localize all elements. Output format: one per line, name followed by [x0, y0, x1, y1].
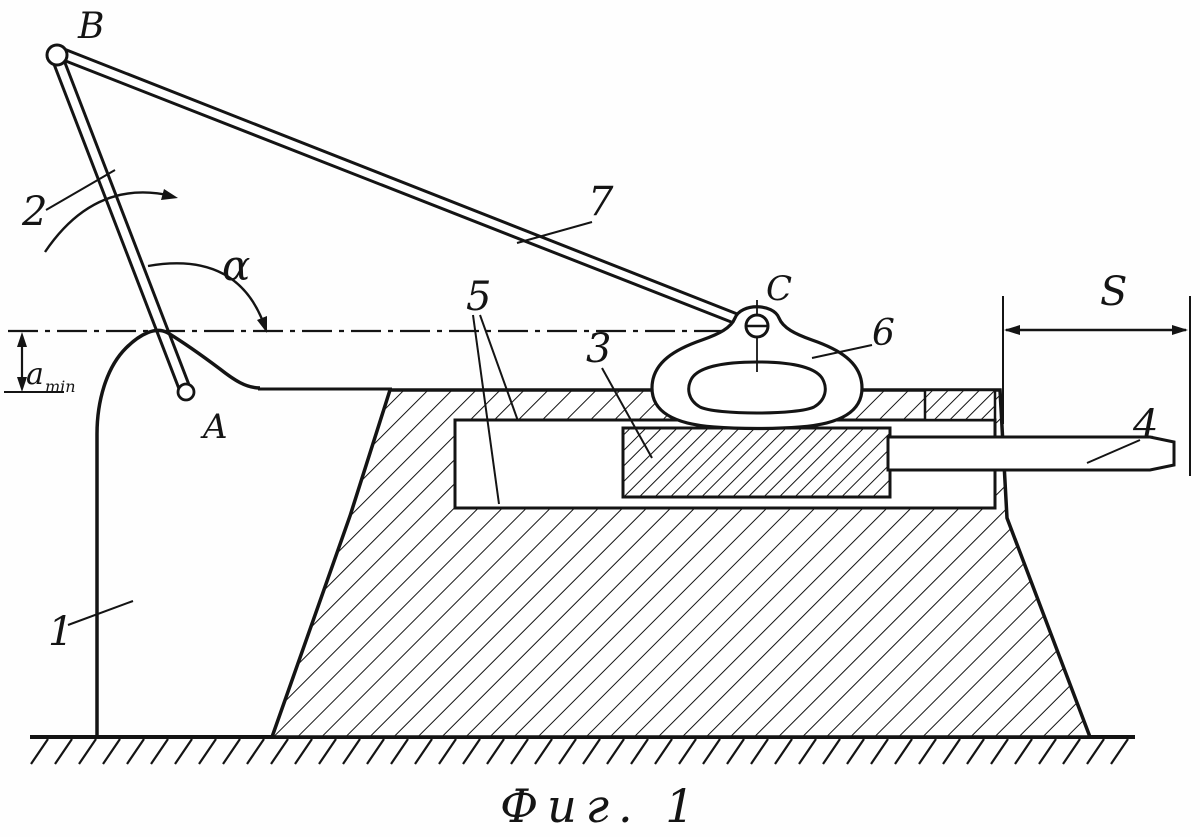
label-point-a: A	[200, 407, 228, 447]
link-hole	[687, 360, 827, 415]
rotation-arrow	[44, 189, 178, 253]
stroke-dimension	[1002, 296, 1191, 476]
pivot-a	[176, 382, 196, 402]
s-arrow-right	[1172, 325, 1188, 335]
leader-lines	[45, 169, 1141, 626]
link-plate	[650, 300, 864, 431]
label-base-1: 1	[48, 609, 73, 655]
label-point-c: C	[766, 269, 792, 309]
figure-caption: Фиг. 1	[500, 779, 704, 833]
rotation-arrowhead	[161, 189, 178, 200]
ground	[30, 735, 1135, 765]
amin-arrow-down	[17, 377, 27, 392]
leader-5a	[479, 314, 519, 422]
label-push-rod-4: 4	[1132, 402, 1158, 448]
lever-arm	[50, 54, 193, 395]
leader-4	[1086, 439, 1141, 464]
label-point-b: B	[77, 6, 104, 47]
label-rod-7: 7	[588, 179, 614, 225]
leader-3	[601, 367, 653, 459]
amin-arrow-up	[17, 332, 27, 347]
pivot-b	[45, 43, 69, 67]
clamp-block	[923, 388, 997, 422]
push-rod	[886, 435, 1176, 472]
leader-6	[811, 344, 873, 359]
label-guides-5: 5	[466, 274, 491, 320]
label-slider-3: 3	[586, 326, 611, 372]
s-arrow-left	[1004, 325, 1020, 335]
label-lever-2: 2	[21, 189, 47, 235]
leader-1	[67, 600, 134, 626]
label-amin-sub: min	[45, 377, 76, 396]
amin-dimension	[4, 332, 64, 393]
connecting-rod	[57, 47, 751, 329]
leader-5b	[472, 314, 500, 505]
leader-2	[45, 169, 116, 211]
ground-hatching	[30, 738, 1129, 765]
slider-block	[621, 426, 892, 499]
alpha-arrowhead	[257, 316, 267, 333]
label-stroke-s: S	[1100, 269, 1127, 315]
label-link-6: 6	[872, 313, 895, 354]
alpha-arc	[147, 262, 268, 333]
label-amin-base: a	[26, 357, 44, 392]
leader-7	[516, 221, 593, 244]
label-angle-alpha: α	[222, 241, 250, 290]
